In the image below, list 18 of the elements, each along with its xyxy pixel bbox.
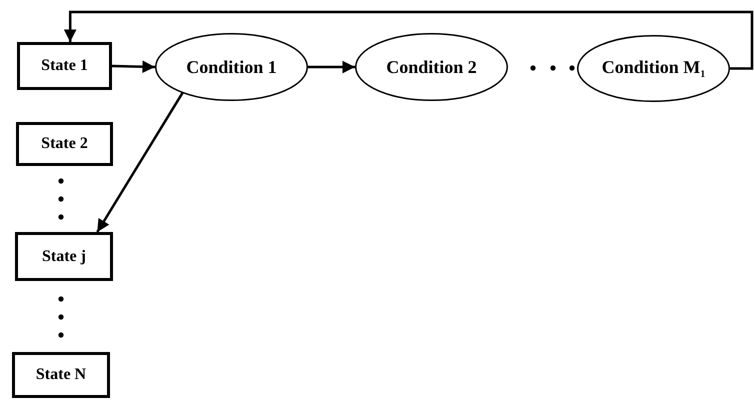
node-label: Condition 2 bbox=[386, 56, 477, 78]
node-label: Condition 1 bbox=[186, 56, 277, 78]
node-label: State 2 bbox=[41, 135, 88, 153]
arrow bbox=[96, 92, 184, 233]
arrow bbox=[112, 60, 156, 74]
node-label: Condition M$_{1}$ bbox=[602, 57, 706, 80]
state-box bbox=[12, 352, 110, 398]
condition-ellipse bbox=[155, 33, 308, 101]
state-box bbox=[16, 122, 113, 166]
state-box bbox=[15, 232, 113, 281]
node-label: State j bbox=[42, 248, 86, 266]
condition-ellipse bbox=[577, 35, 730, 102]
node-label: State 1 bbox=[41, 57, 88, 75]
arrow bbox=[308, 60, 356, 74]
arrow bbox=[64, 10, 754, 70]
condition-ellipse bbox=[355, 33, 508, 101]
node-label: State N bbox=[36, 366, 86, 384]
state-box bbox=[17, 42, 112, 90]
